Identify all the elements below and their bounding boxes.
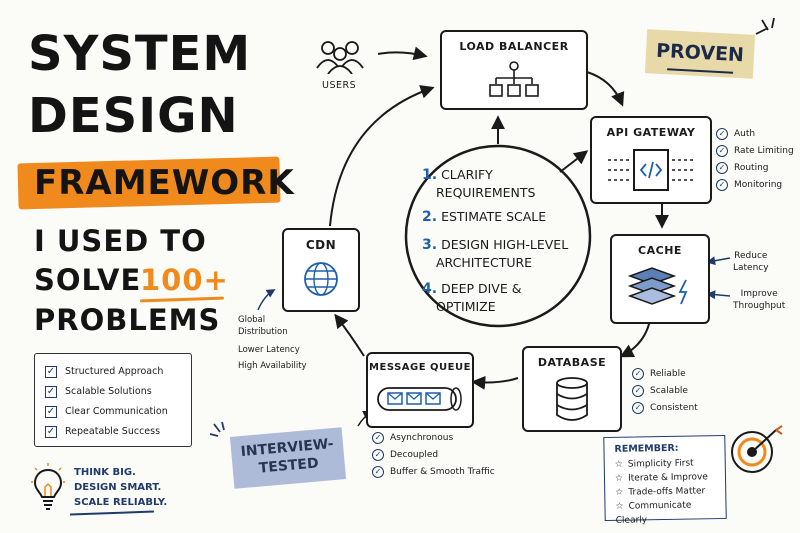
target-icon: [731, 425, 783, 473]
mq-feature: ✓Decoupled: [372, 447, 495, 464]
check-icon: ✓: [372, 431, 384, 444]
remember-box: REMEMBER: ☆Simplicity First ☆Iterate & I…: [603, 434, 727, 526]
star-icon: ☆: [614, 459, 623, 470]
checkbox-icon: ✓: [45, 405, 57, 418]
queue-icon: [377, 387, 462, 411]
checklist-item: ✓Repeatable Success: [45, 425, 161, 438]
star-icon: ☆: [614, 473, 624, 484]
db-feature: ✓Reliable: [632, 366, 698, 383]
api-feature-list: ✓Auth ✓Rate Limiting ✓Routing ✓Monitorin…: [716, 126, 794, 194]
step-4: 4.DEEP DIVE & OPTIMIZE: [422, 281, 522, 314]
api-feature: ✓Routing: [716, 160, 794, 177]
database-feature-list: ✓Reliable ✓Scalable ✓Consistent: [632, 366, 698, 417]
title-line-system: SYSTEM: [28, 26, 252, 82]
check-icon: ✓: [632, 367, 644, 380]
api-feature: ✓Rate Limiting: [716, 143, 794, 160]
check-icon: ✓: [716, 178, 728, 191]
users-label: USERS: [322, 80, 357, 91]
step-1: 1.CLARIFY REQUIREMENTS: [422, 167, 536, 200]
star-icon: ☆: [615, 487, 624, 498]
message-queue-label: MESSAGE QUEUE: [369, 362, 471, 373]
title-number-100: 100+: [140, 263, 229, 297]
check-icon: ✓: [632, 384, 644, 397]
globe-icon: [304, 262, 338, 296]
title-line-solve: SOLVE: [34, 263, 142, 297]
cdn-note: Global: [238, 315, 266, 325]
remember-item: ☆Communicate Clearly: [615, 500, 692, 526]
motto: THINK BIG. DESIGN SMART. SCALE RELIABLY.: [74, 465, 167, 510]
mq-feature: ✓Asynchronous: [372, 430, 495, 447]
checklist-item: ✓Structured Approach: [45, 365, 164, 378]
cache-node: CACHE: [610, 234, 710, 324]
checkbox-icon: ✓: [45, 365, 57, 378]
cdn-label: CDN: [305, 238, 337, 252]
title-line-framework: FRAMEWORK: [34, 163, 295, 203]
api-gateway-label: API GATEWAY: [606, 126, 696, 139]
message-queue-feature-list: ✓Asynchronous ✓Decoupled ✓Buffer & Smoot…: [372, 430, 495, 481]
checkbox-icon: ✓: [45, 385, 57, 398]
db-feature: ✓Scalable: [632, 383, 698, 400]
load-balancer-label: LOAD BALANCER: [459, 40, 569, 53]
title-line-problems: PROBLEMS: [34, 303, 221, 337]
remember-heading: REMEMBER:: [614, 442, 679, 455]
load-balancer-node: LOAD BALANCER: [440, 30, 588, 110]
check-icon: ✓: [716, 161, 728, 174]
checkbox-icon: ✓: [45, 425, 57, 438]
cache-label: CACHE: [638, 244, 682, 257]
check-icon: ✓: [372, 448, 384, 461]
cache-stack-icon: [627, 267, 688, 305]
motto-line: SCALE RELIABLY.: [74, 497, 168, 508]
check-icon: ✓: [716, 127, 728, 140]
check-icon: ✓: [372, 465, 384, 478]
api-feature: ✓Monitoring: [716, 177, 794, 194]
title-line-i-used-to: I USED TO: [34, 224, 207, 258]
database-icon: [556, 377, 588, 421]
star-icon: ☆: [615, 501, 624, 512]
check-icon: ✓: [632, 401, 644, 414]
motto-line: DESIGN SMART.: [74, 482, 162, 493]
message-queue-node: MESSAGE QUEUE: [366, 352, 474, 428]
cdn-notes: Global Distribution Lower Latency High A…: [238, 314, 307, 372]
checklist-box: ✓Structured Approach ✓Scalable Solutions…: [34, 353, 192, 447]
check-icon: ✓: [716, 144, 728, 157]
cdn-node: CDN: [282, 228, 360, 312]
lightbulb-icon: [31, 463, 65, 510]
sparkle-marks: [209, 421, 225, 437]
step-2: 2.ESTIMATE SCALE: [422, 209, 547, 225]
database-node: DATABASE: [522, 346, 622, 432]
cdn-note: Lower Latency: [238, 345, 300, 355]
checklist-item: ✓Clear Communication: [45, 405, 168, 418]
step-3: 3.DESIGN HIGH-LEVEL ARCHITECTURE: [422, 237, 569, 270]
api-feature: ✓Auth: [716, 126, 794, 143]
cdn-note: High Availability: [238, 361, 307, 371]
users-icon: [316, 41, 364, 74]
cdn-note: Distribution: [238, 327, 288, 337]
mq-feature: ✓Buffer & Smooth Traffic: [372, 464, 495, 481]
api-gateway-node: API GATEWAY: [590, 116, 712, 204]
title-line-design: DESIGN: [28, 88, 239, 144]
db-feature: ✓Consistent: [632, 400, 698, 417]
database-label: DATABASE: [537, 356, 607, 369]
checklist-item: ✓Scalable Solutions: [45, 385, 152, 398]
load-balancer-icon: [489, 61, 539, 97]
sparkle-marks: [755, 17, 775, 35]
motto-line: THINK BIG.: [74, 467, 136, 478]
center-steps: 1.CLARIFY REQUIREMENTS 2.ESTIMATE SCALE …: [422, 166, 582, 316]
gateway-icon: [608, 149, 694, 191]
